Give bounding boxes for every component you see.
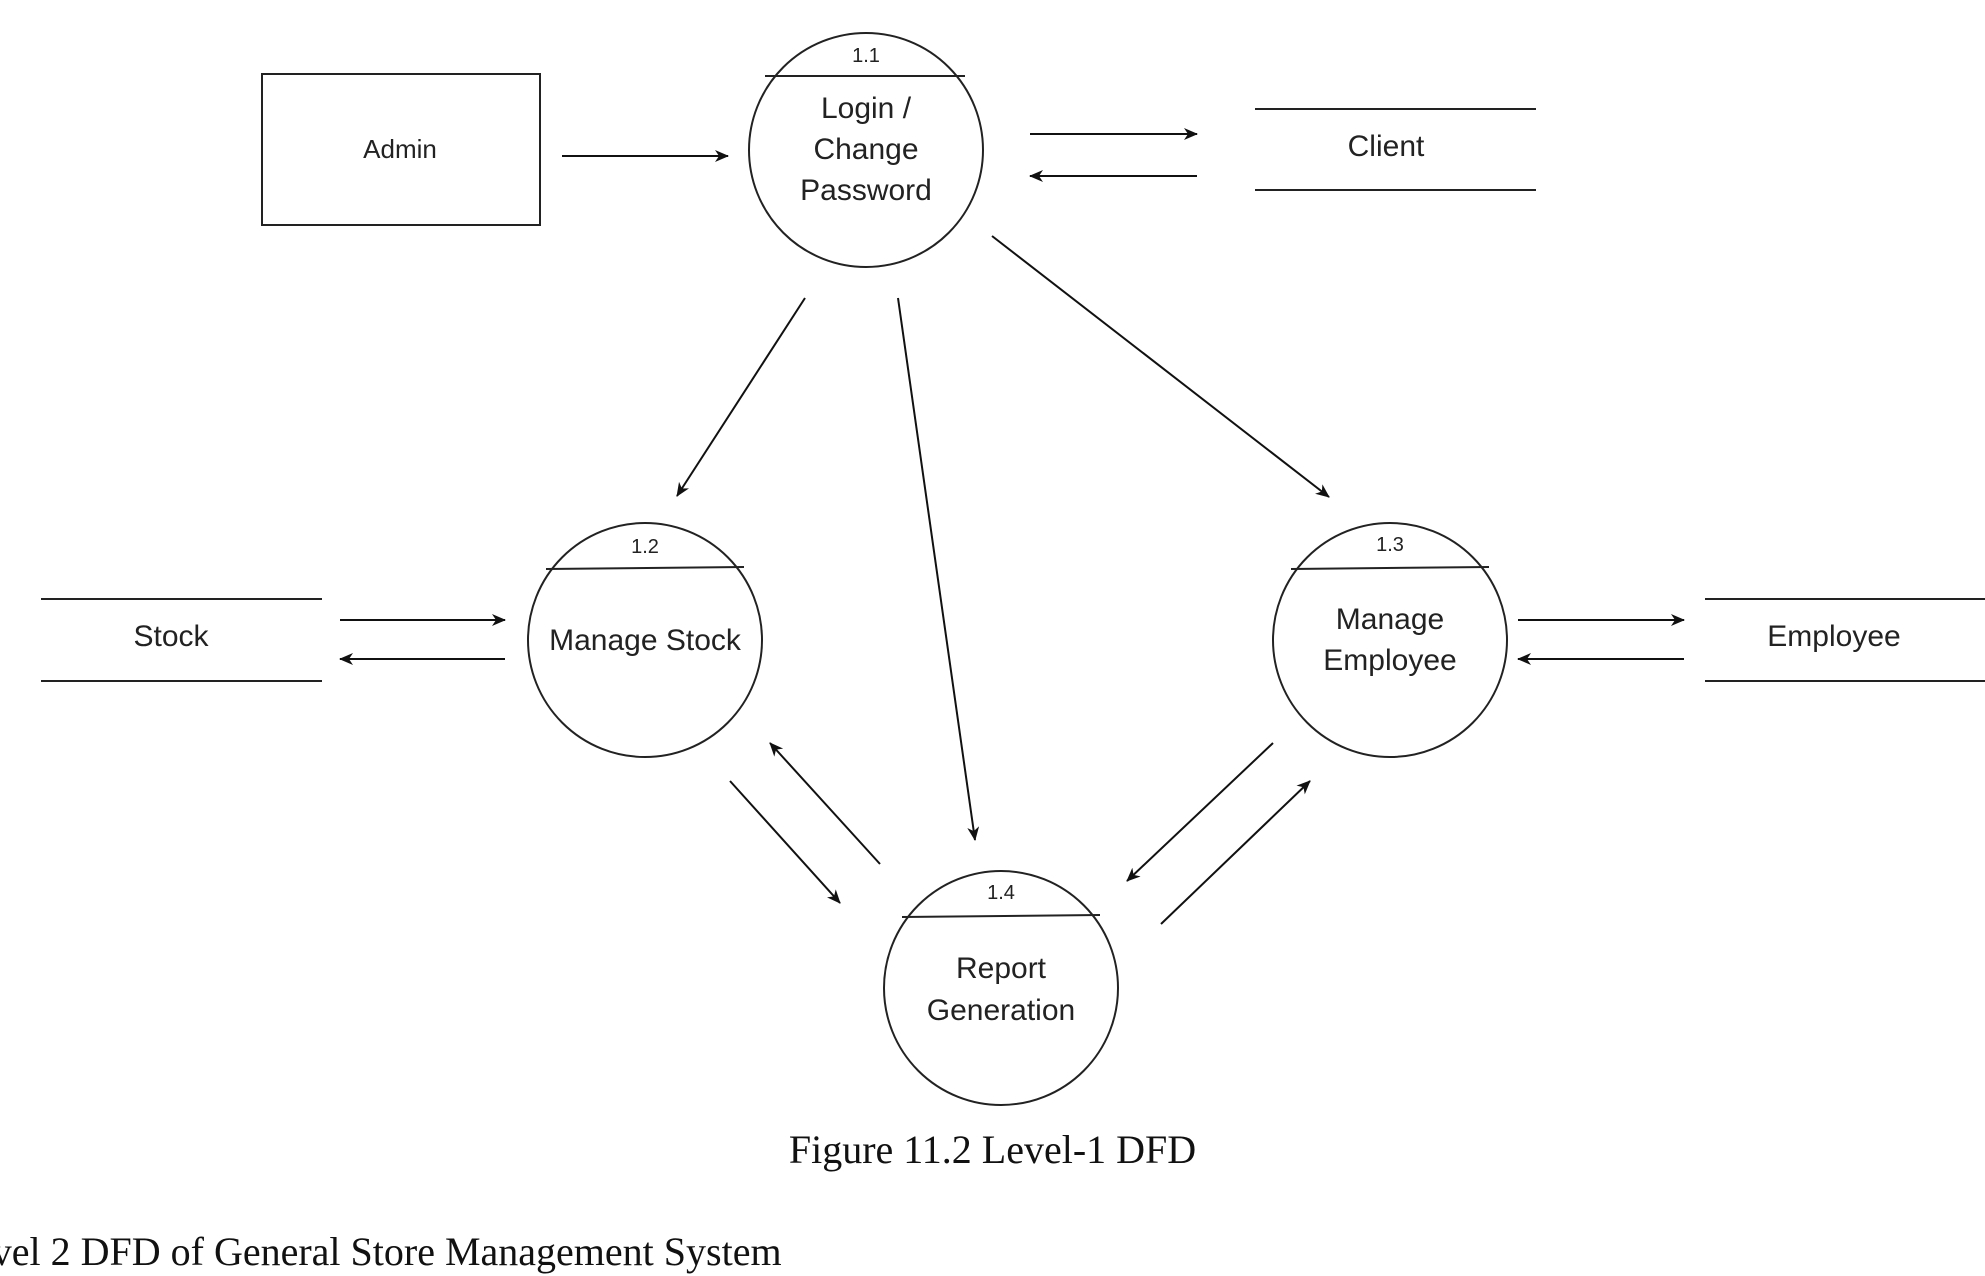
data-store-client: Client [1255, 108, 1536, 191]
flow-manage-stock-to-report-generation [729, 780, 841, 904]
process-report-generation: 1.4 Report Generation [883, 870, 1119, 1106]
data-store-stock: Stock [41, 598, 322, 682]
data-store-label: Stock [133, 620, 209, 653]
process-manage-employee: 1.3 Manage Employee [1272, 522, 1508, 758]
process-label-line: Password [800, 174, 932, 207]
flow-login-to-report-generation [897, 297, 980, 841]
process-label-line: Report [956, 952, 1047, 985]
flow-report-generation-to-manage-employee [1160, 780, 1311, 925]
figure-caption: Figure 11.2 Level-1 DFD [788, 1127, 1197, 1172]
flow-report-generation-to-manage-stock [769, 742, 881, 865]
process-label-line: Manage Stock [549, 624, 742, 657]
section-heading-partial: evel 2 DFD of General Store Management S… [0, 1229, 782, 1274]
data-flows [339, 128, 1685, 925]
data-store-label: Employee [1767, 620, 1900, 653]
flow-login-to-manage-employee [991, 235, 1330, 498]
process-id: 1.2 [631, 536, 659, 558]
process-label-line: Login / [821, 92, 912, 125]
process-label-line: Employee [1323, 644, 1456, 677]
process-id: 1.3 [1376, 534, 1404, 556]
admin-entity-label: Admin [363, 134, 437, 164]
process-label-line: Manage [1336, 603, 1444, 636]
data-store-employee: Employee [1705, 598, 1985, 682]
process-id: 1.1 [852, 45, 880, 67]
process-id: 1.4 [987, 882, 1015, 904]
flow-manage-employee-to-report-generation [1126, 742, 1274, 882]
process-label-line: Generation [927, 994, 1075, 1027]
flow-login-to-manage-stock [676, 297, 806, 497]
admin-entity: Admin [261, 73, 541, 226]
process-manage-stock: 1.2 Manage Stock [527, 522, 763, 758]
process-label-line: Change [813, 133, 918, 166]
data-store-label: Client [1348, 130, 1425, 163]
process-login-change-password: 1.1 Login / Change Password [748, 32, 984, 268]
